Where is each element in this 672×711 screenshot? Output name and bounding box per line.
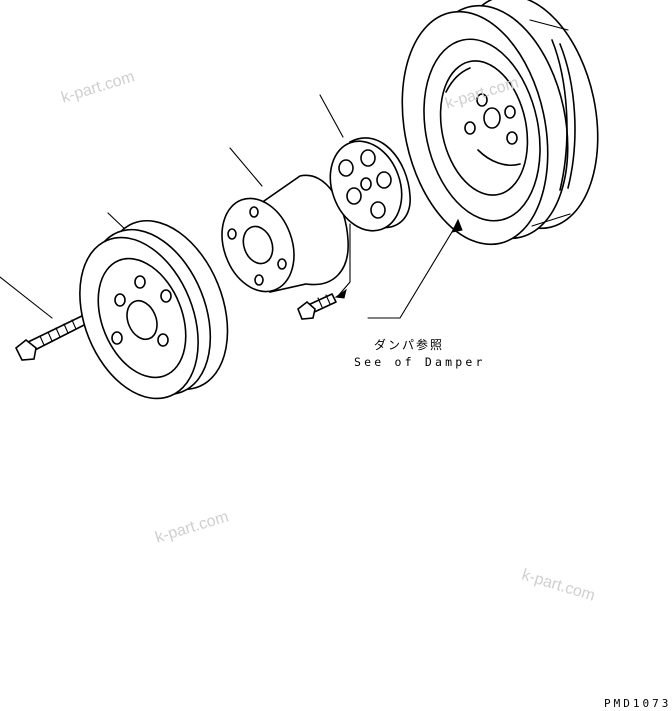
damper-reference-label-jp: ダンパ参照 (374, 338, 445, 352)
damper-flange-plate (329, 137, 411, 232)
pulley-spacer (221, 174, 349, 293)
flange-bolt-short (297, 293, 337, 320)
drawing-code: PMD1073 (604, 697, 672, 710)
vibration-damper (401, 0, 599, 246)
crankshaft-pulley (79, 219, 229, 400)
flange-bolt-long (14, 313, 91, 361)
leader-lines (0, 94, 344, 319)
damper-reference-label-en: See of Damper (354, 355, 486, 369)
reference-arrows (334, 218, 463, 319)
